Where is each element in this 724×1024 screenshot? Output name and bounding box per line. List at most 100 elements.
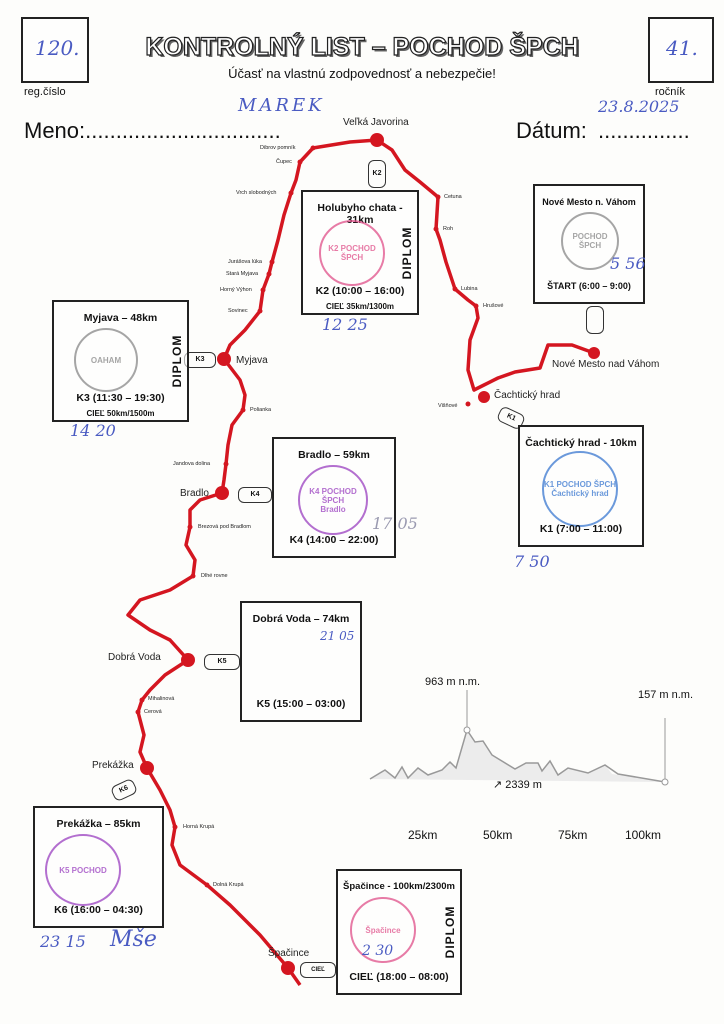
reg-number-label: reg.číslo <box>24 86 66 98</box>
time-k4: 17 05 <box>372 514 418 533</box>
rocnik-label: ročník <box>655 86 685 98</box>
checkpoint-hours: K5 (15:00 – 03:00) <box>256 698 346 710</box>
waypoint: Višňové <box>438 403 458 409</box>
stamp: OAHAM <box>74 328 138 392</box>
waypoint: Mihalinová <box>148 696 175 702</box>
waypoint: Horný Výhon <box>220 287 252 293</box>
waypoint: Stará Myjava <box>226 271 259 277</box>
date-value: 23.8.2025 <box>598 97 680 116</box>
waypoint: Roh <box>443 226 454 232</box>
max-marker <box>463 726 471 734</box>
elevation-profile <box>369 690 669 786</box>
profile-line <box>369 728 666 783</box>
pointing-hand-icon-start <box>586 306 604 334</box>
profile-max-label: 963 m n.m. <box>425 676 481 688</box>
stamp: K5 POCHOD <box>45 834 121 906</box>
stamp-text: Bradlo <box>320 504 346 514</box>
time-start: 5 56 <box>610 254 646 273</box>
checkpoint-hours: K2 (10:00 – 16:00) <box>315 285 405 297</box>
waypoint: Hrušové <box>483 303 504 309</box>
profile-tick: 75km <box>558 828 588 842</box>
checkpoint-title: Špačince - 100km/2300m <box>343 881 455 892</box>
checkpoint-k2: Holubyho chata - 31km K2 POCHOD ŠPCH DIP… <box>301 190 419 315</box>
page-subtitle: Účasť na vlastnú zodpovednosť a nebezpeč… <box>228 66 496 81</box>
diplom-label: DIPLOM <box>170 334 184 388</box>
checkpoint-title: Nové Mesto n. Váhom <box>542 197 636 207</box>
page-title: KONTROLNÝ LIST – POCHOD ŠPCH <box>145 32 580 61</box>
place-nove-mesto: Nové Mesto nad Váhom <box>552 359 660 370</box>
checkpoint-k3: Myjava – 48km OAHAM DIPLOM K3 (11:30 – 1… <box>52 300 189 422</box>
rocnik-box: 41. <box>648 17 714 83</box>
waypoint: Dolná Krupá <box>213 882 244 888</box>
pointing-hand-icon-k5: K5 <box>204 654 240 670</box>
route-line <box>126 138 595 987</box>
checkpoint-finish-option: CIEĽ 35km/1300m <box>325 302 395 311</box>
signature: Mše <box>110 927 157 952</box>
stamp: K4 POCHOD ŠPCH Bradlo <box>298 465 368 535</box>
checkpoint-title: Bradlo – 59km <box>298 449 370 461</box>
profile-tick: 100km <box>625 828 662 842</box>
checkpoint-finish-option: CIEĽ 50km/1500m <box>86 409 155 418</box>
place-bradlo: Bradlo <box>180 488 209 499</box>
diplom-label: DIPLOM <box>443 905 457 959</box>
place-dobra-voda: Dobrá Voda <box>108 652 161 663</box>
checkpoint-hours: K1 (7:00 – 11:00) <box>539 523 623 535</box>
checkpoint-hours: K3 (11:30 – 19:30) <box>76 392 165 404</box>
place-spacince: Špačince <box>268 948 310 959</box>
waypoint: Cerová <box>144 709 162 715</box>
stamp: POCHOD ŠPCH <box>561 212 619 270</box>
checkpoint-title: Myjava – 48km <box>83 312 158 324</box>
waypoint: Dibrov pomník <box>260 145 296 151</box>
name-label: Meno:................................ <box>24 118 281 143</box>
rocnik-value: 41. <box>666 36 698 60</box>
profile-end-label: 157 m n.m. <box>638 689 694 701</box>
end-marker <box>661 778 669 786</box>
stamp: Špačince <box>350 897 416 963</box>
waypoint: Sovinec <box>228 308 248 314</box>
waypoint: Brezová pod Bradlom <box>198 524 251 530</box>
place-cachticky-hrad: Čachtický hrad <box>494 390 561 401</box>
checkpoint-title: Prekážka – 85km <box>56 818 141 830</box>
checkpoint-k5: Dobrá Voda – 74km 21 05 K5 (15:00 – 03:0… <box>240 601 362 722</box>
waypoint: Vrch slobodných <box>236 190 277 196</box>
date-dots: ............... <box>598 118 690 143</box>
stamp-text: K1 POCHOD ŠPCH <box>544 480 617 489</box>
checkpoint-start: Nové Mesto n. Váhom POCHOD ŠPCH ŠTART (6… <box>533 184 645 304</box>
checkpoint-title: Dobrá Voda – 74km <box>252 613 350 625</box>
place-velka-javorina: Veľká Javorina <box>343 117 409 128</box>
checkpoint-title: Čachtický hrad - 10km <box>525 437 637 449</box>
stamp: K1 POCHOD ŠPCH Čachtický hrad <box>542 451 618 527</box>
checkpoint-hours: K6 (16:00 – 04:30) <box>54 904 143 916</box>
place-prekazka: Prekážka <box>92 760 134 771</box>
time-ciel: 2 30 <box>362 943 394 959</box>
date-label: Dátum: <box>516 118 587 143</box>
profile-tick: 50km <box>483 828 513 842</box>
waypoint: Polianka <box>250 407 272 413</box>
checkpoint-k4: Bradlo – 59km K4 POCHOD ŠPCH Bradlo K4 (… <box>272 437 396 558</box>
reg-number-box: 120. <box>21 17 89 83</box>
checkpoint-k1: Čachtický hrad - 10km K1 POCHOD ŠPCH Čac… <box>518 425 644 547</box>
checkpoint-ciel: Špačince - 100km/2300m Špačince DIPLOM 2… <box>336 869 462 995</box>
waypoint: Cetuna <box>444 194 462 200</box>
pointing-hand-icon-k2: K2 <box>368 160 386 188</box>
stamp: K2 POCHOD ŠPCH <box>319 220 385 286</box>
waypoint: Čupec <box>276 159 292 165</box>
checkpoint-hours: CIEĽ (18:00 – 08:00) <box>349 971 449 983</box>
diplom-label: DIPLOM <box>400 226 414 279</box>
stamp-text: K4 POCHOD ŠPCH <box>309 486 357 505</box>
waypoint: Jurášova lúka <box>228 259 262 265</box>
pointing-hand-icon-k4: K4 <box>238 487 272 503</box>
waypoint: Lubina <box>461 286 478 292</box>
profile-ascent: ↗ 2339 m <box>493 779 542 791</box>
time-k1: 7 50 <box>514 552 550 571</box>
waypoint: Dlhé rovne <box>201 573 228 579</box>
reg-number-value: 120. <box>35 36 80 60</box>
pointing-hand-icon-ciel: CIEĽ <box>300 962 336 978</box>
place-myjava: Myjava <box>236 355 268 366</box>
checkpoint-k6: Prekážka – 85km K5 POCHOD K6 (16:00 – 04… <box>33 806 164 928</box>
profile-tick: 25km <box>408 828 438 842</box>
name-value: MAREK <box>238 95 325 116</box>
waypoint: Horná Krupá <box>183 824 215 830</box>
